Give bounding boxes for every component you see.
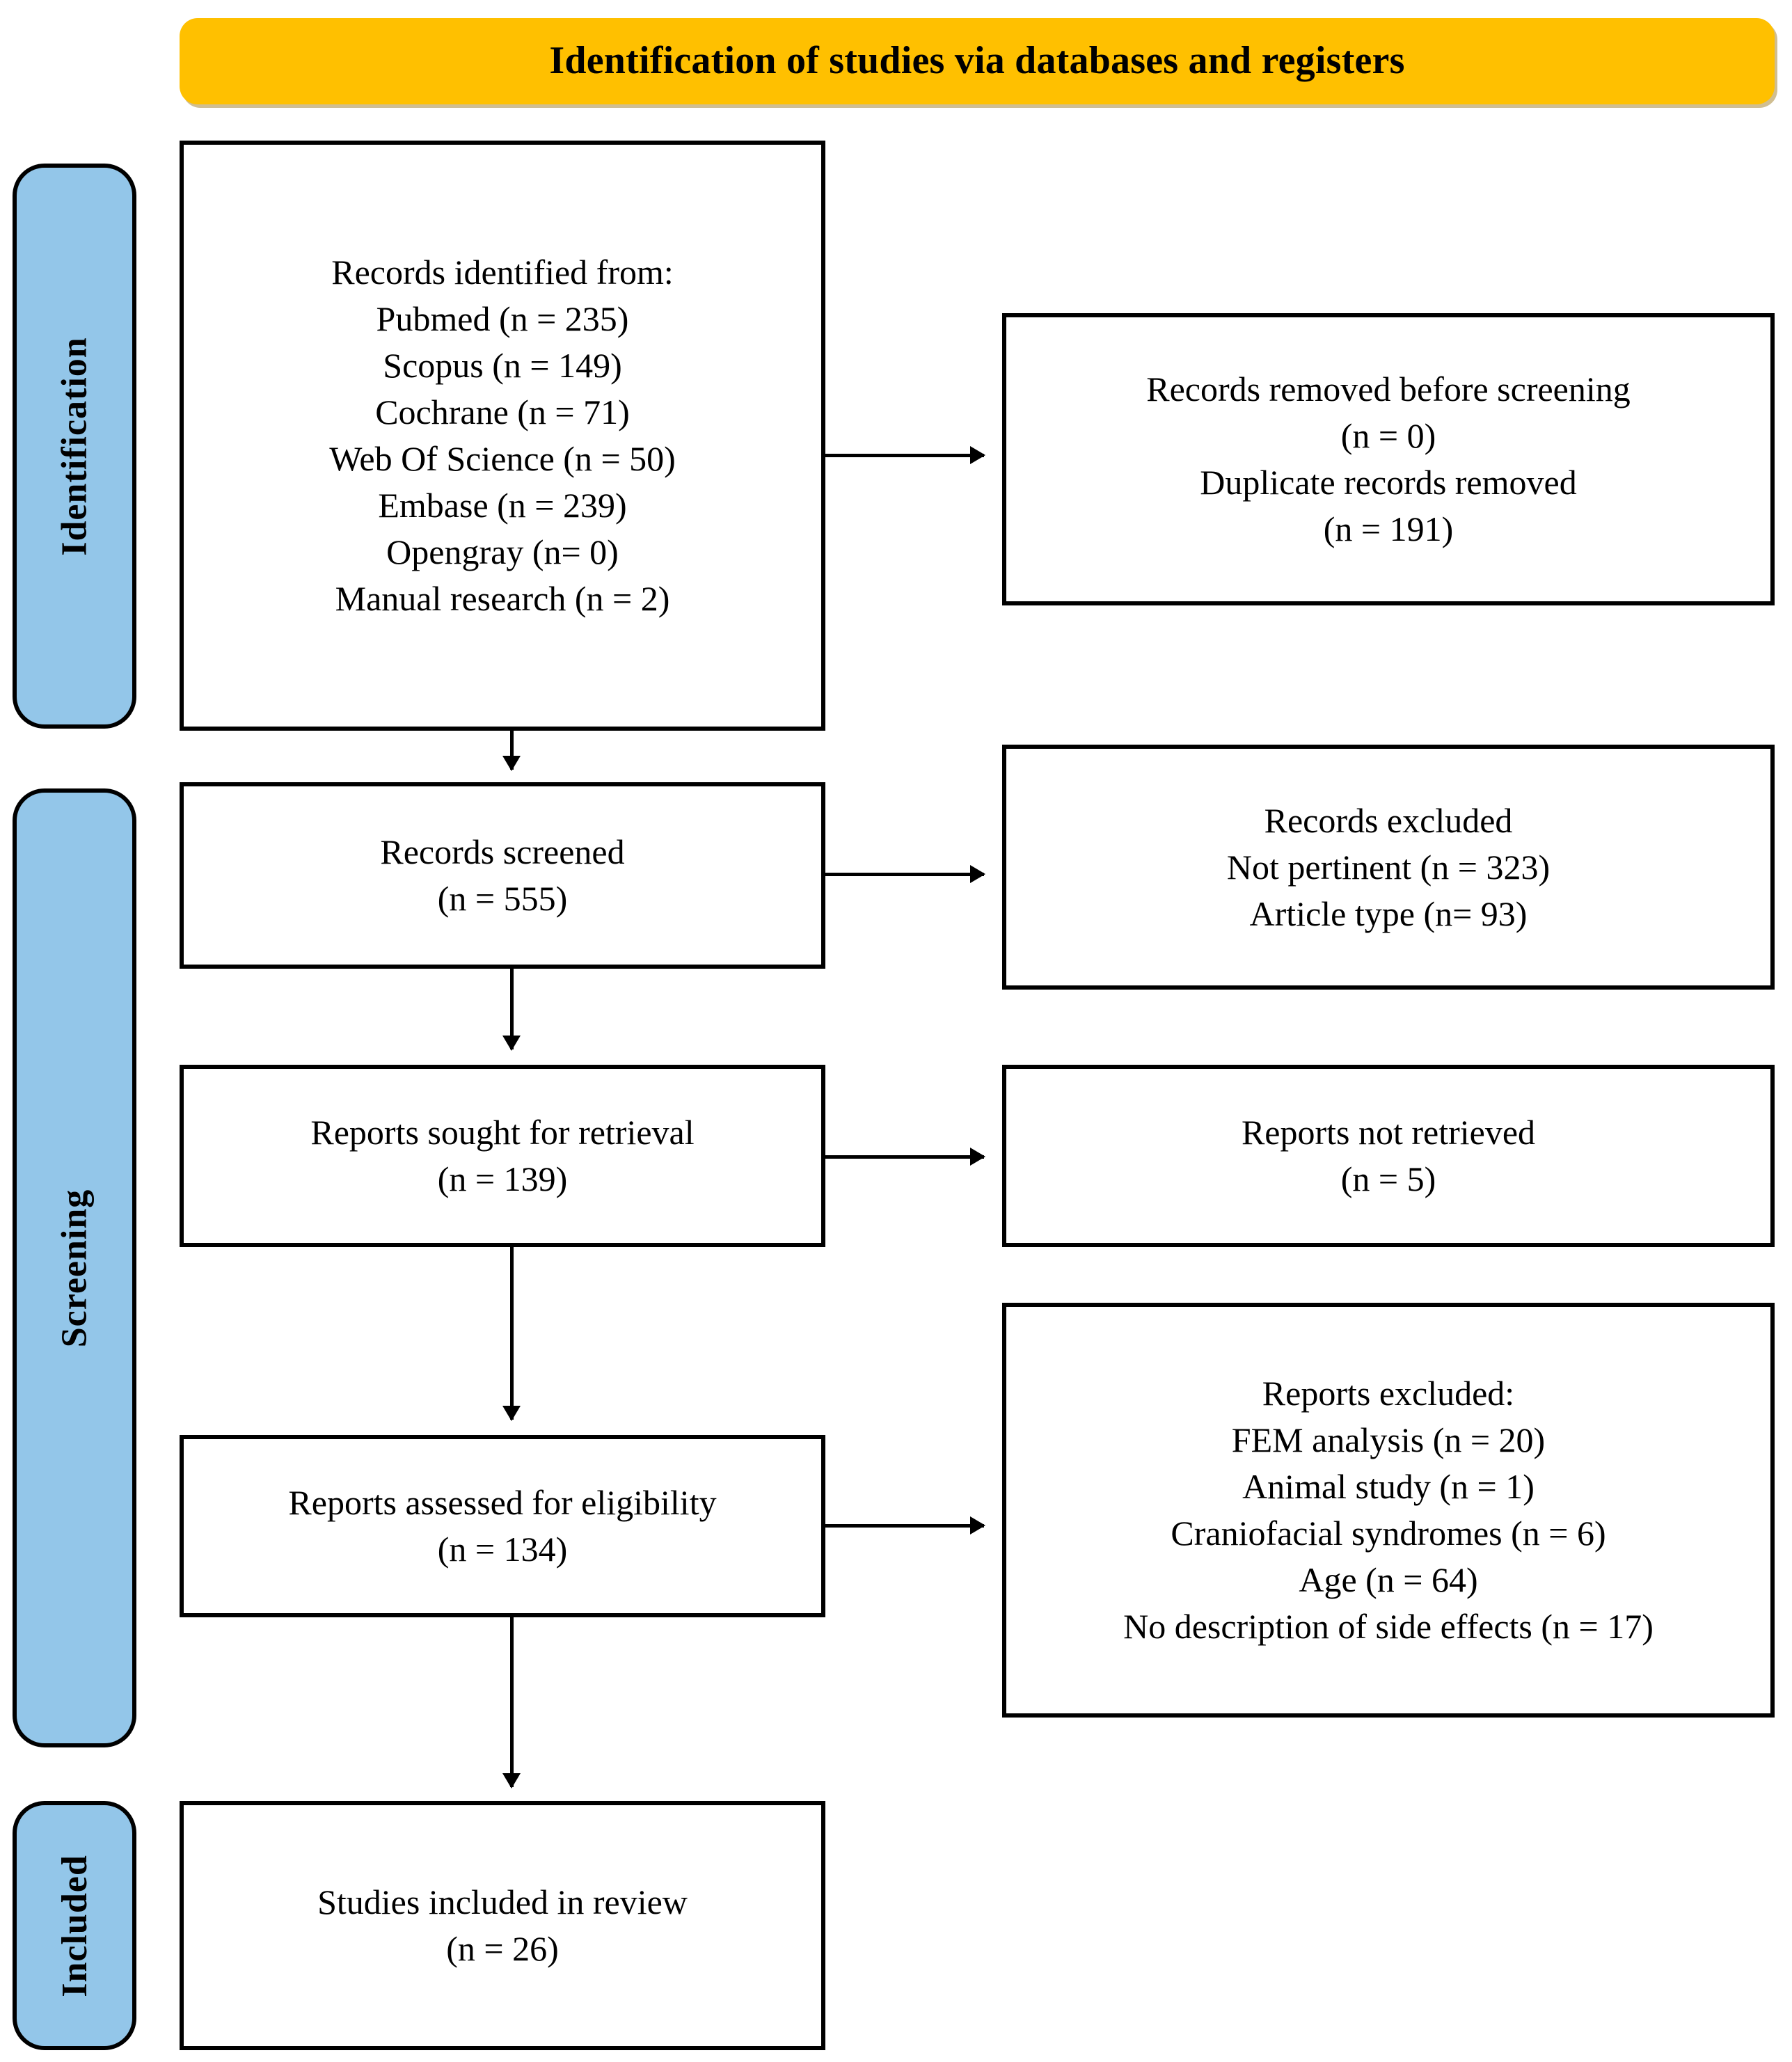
arrow-right-icon-assessed-to-excluded bbox=[825, 1516, 985, 1534]
box-line: (n = 555) bbox=[437, 879, 568, 918]
box-line: No description of side effects (n = 17) bbox=[1123, 1607, 1654, 1646]
diagram-header-banner: Identification of studies via databases … bbox=[180, 18, 1775, 104]
stage-label-screening: Screening bbox=[13, 788, 136, 1747]
box-line: (n = 191) bbox=[1323, 509, 1454, 548]
arrow-down-icon-screened-to-sought bbox=[502, 969, 521, 1051]
box-reports-excluded: Reports excluded: FEM analysis (n = 20) … bbox=[1002, 1303, 1775, 1718]
box-line: (n = 0) bbox=[1340, 416, 1436, 455]
stage-label-identification-text: Identification bbox=[54, 336, 95, 556]
box-records-excluded: Records excluded Not pertinent (n = 323)… bbox=[1002, 745, 1775, 990]
arrow-down-icon-assessed-to-included bbox=[502, 1617, 521, 1789]
box-line: Manual research (n = 2) bbox=[335, 579, 670, 618]
stage-label-identification: Identification bbox=[13, 164, 136, 729]
box-line: Reports excluded: bbox=[1262, 1374, 1515, 1413]
box-line: Reports assessed for eligibility bbox=[288, 1483, 717, 1522]
box-reports-sought: Reports sought for retrieval (n = 139) bbox=[180, 1065, 825, 1247]
stage-label-screening-text: Screening bbox=[54, 1189, 95, 1347]
box-line: Cochrane (n = 71) bbox=[375, 392, 630, 431]
box-records-screened: Records screened (n = 555) bbox=[180, 782, 825, 969]
box-line: FEM analysis (n = 20) bbox=[1231, 1420, 1546, 1459]
box-line: (n = 134) bbox=[437, 1530, 568, 1569]
box-line: Web Of Science (n = 50) bbox=[329, 439, 676, 478]
arrow-right-icon-screened-to-excluded bbox=[825, 865, 985, 883]
arrow-right-icon-identified-to-removed bbox=[825, 446, 985, 464]
box-studies-included: Studies included in review (n = 26) bbox=[180, 1801, 825, 2050]
box-line: Pubmed (n = 235) bbox=[376, 299, 629, 338]
box-line: (n = 26) bbox=[446, 1929, 559, 1968]
box-line: Reports not retrieved bbox=[1241, 1113, 1536, 1152]
box-line: Records removed before screening bbox=[1146, 370, 1631, 409]
box-line: Duplicate records removed bbox=[1200, 463, 1577, 502]
arrow-right-icon-sought-to-not-retrieved bbox=[825, 1148, 985, 1166]
box-line: Animal study (n = 1) bbox=[1242, 1467, 1535, 1506]
box-line: Embase (n = 239) bbox=[378, 486, 627, 525]
arrow-down-icon-sought-to-assessed bbox=[502, 1247, 521, 1421]
box-line: Craniofacial syndromes (n = 6) bbox=[1171, 1514, 1606, 1553]
box-line: Reports sought for retrieval bbox=[310, 1113, 695, 1152]
box-line: Opengray (n= 0) bbox=[386, 532, 619, 571]
box-reports-assessed: Reports assessed for eligibility (n = 13… bbox=[180, 1435, 825, 1617]
box-line: Not pertinent (n = 323) bbox=[1226, 847, 1551, 887]
box-line: Studies included in review bbox=[317, 1882, 688, 1921]
box-line: Age (n = 64) bbox=[1299, 1560, 1478, 1599]
box-line: (n = 5) bbox=[1340, 1159, 1436, 1198]
box-line: (n = 139) bbox=[437, 1159, 568, 1198]
box-line: Records excluded bbox=[1264, 800, 1513, 840]
arrow-down-icon-identified-to-screened bbox=[502, 731, 521, 771]
stage-label-included: Included bbox=[13, 1801, 136, 2050]
diagram-title: Identification of studies via databases … bbox=[549, 39, 1405, 83]
stage-label-included-text: Included bbox=[54, 1854, 95, 1997]
box-line: Records identified from: bbox=[331, 253, 674, 292]
box-records-removed: Records removed before screening (n = 0)… bbox=[1002, 313, 1775, 605]
box-records-identified: Records identified from: Pubmed (n = 235… bbox=[180, 141, 825, 731]
box-reports-not-retrieved: Reports not retrieved (n = 5) bbox=[1002, 1065, 1775, 1247]
box-line: Article type (n= 93) bbox=[1249, 894, 1528, 933]
box-line: Records screened bbox=[380, 832, 625, 871]
box-line: Scopus (n = 149) bbox=[383, 346, 622, 385]
